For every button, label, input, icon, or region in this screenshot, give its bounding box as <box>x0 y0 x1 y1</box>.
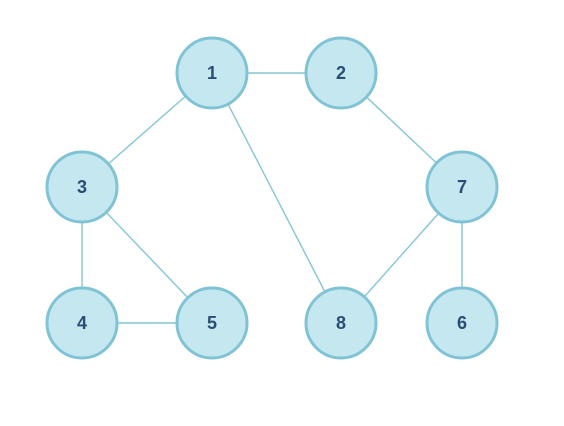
node-label: 8 <box>336 313 346 333</box>
node-label: 7 <box>457 177 467 197</box>
edges-layer <box>81 72 463 324</box>
node-7: 7 <box>425 150 499 224</box>
node-circle <box>304 286 378 360</box>
node-circle <box>45 286 119 360</box>
node-5: 5 <box>175 286 249 360</box>
node-6: 6 <box>425 286 499 360</box>
node-label: 3 <box>77 177 87 197</box>
node-circle <box>175 36 249 110</box>
node-circle <box>425 286 499 360</box>
node-circle <box>175 286 249 360</box>
node-label: 6 <box>457 313 467 333</box>
node-1: 1 <box>175 36 249 110</box>
edge-1-8 <box>211 72 342 324</box>
node-circle <box>45 150 119 224</box>
node-label: 4 <box>77 313 87 333</box>
node-circle <box>425 150 499 224</box>
node-8: 8 <box>304 286 378 360</box>
nodes-layer: 1 2 3 4 5 6 7 8 <box>45 36 499 360</box>
node-label: 5 <box>207 313 217 333</box>
node-2: 2 <box>304 36 378 110</box>
node-label: 1 <box>207 63 217 83</box>
node-4: 4 <box>45 286 119 360</box>
node-3: 3 <box>45 150 119 224</box>
node-circle <box>304 36 378 110</box>
node-label: 2 <box>336 63 346 83</box>
